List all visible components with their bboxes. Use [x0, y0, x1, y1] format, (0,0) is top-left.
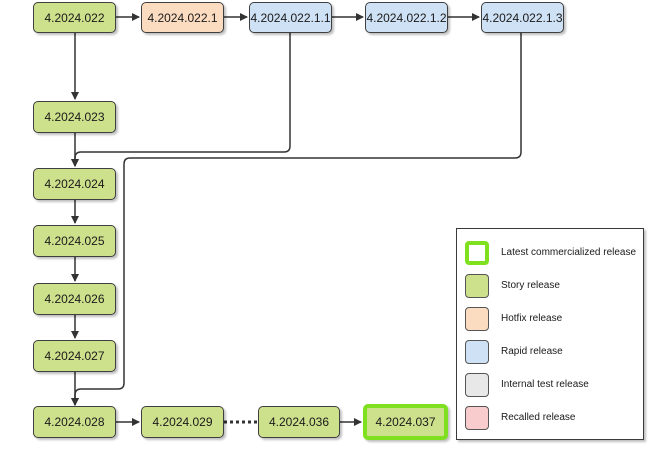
node-4-2024-025: 4.2024.025 [33, 225, 116, 257]
legend-swatch-story [465, 274, 489, 298]
node-4-2024-037-latest: 4.2024.037 [363, 404, 448, 440]
node-4-2024-022-1-3: 4.2024.022.1.3 [481, 2, 564, 33]
node-4-2024-022: 4.2024.022 [33, 2, 116, 33]
legend-label-rapid: Rapid release [501, 346, 563, 357]
node-4-2024-028: 4.2024.028 [33, 406, 116, 438]
legend-swatch-latest [465, 241, 489, 265]
legend-label-story: Story release [501, 280, 560, 291]
legend: Latest commercialized release Story rele… [456, 228, 644, 440]
legend-label-latest: Latest commercialized release [501, 247, 637, 258]
legend-label-recalled: Recalled release [501, 412, 576, 423]
node-4-2024-022-1: 4.2024.022.1 [141, 2, 224, 33]
node-4-2024-024: 4.2024.024 [33, 168, 116, 200]
node-4-2024-029: 4.2024.029 [141, 406, 224, 438]
node-4-2024-023: 4.2024.023 [33, 101, 116, 133]
legend-swatch-rapid [465, 340, 489, 364]
legend-swatch-internal-test [465, 373, 489, 397]
node-4-2024-022-1-1: 4.2024.022.1.1 [249, 2, 332, 33]
edge-022-1-3-to-028 [71, 33, 522, 406]
node-4-2024-022-1-2: 4.2024.022.1.2 [365, 2, 448, 33]
legend-label-internal-test: Internal test release [501, 379, 589, 390]
legend-swatch-recalled [465, 406, 489, 430]
edge-022-1-1-to-024 [71, 33, 291, 167]
node-4-2024-027: 4.2024.027 [33, 340, 116, 372]
node-4-2024-026: 4.2024.026 [33, 283, 116, 315]
node-4-2024-036: 4.2024.036 [258, 406, 340, 438]
legend-label-hotfix: Hotfix release [501, 313, 563, 324]
legend-swatch-hotfix [465, 307, 489, 331]
